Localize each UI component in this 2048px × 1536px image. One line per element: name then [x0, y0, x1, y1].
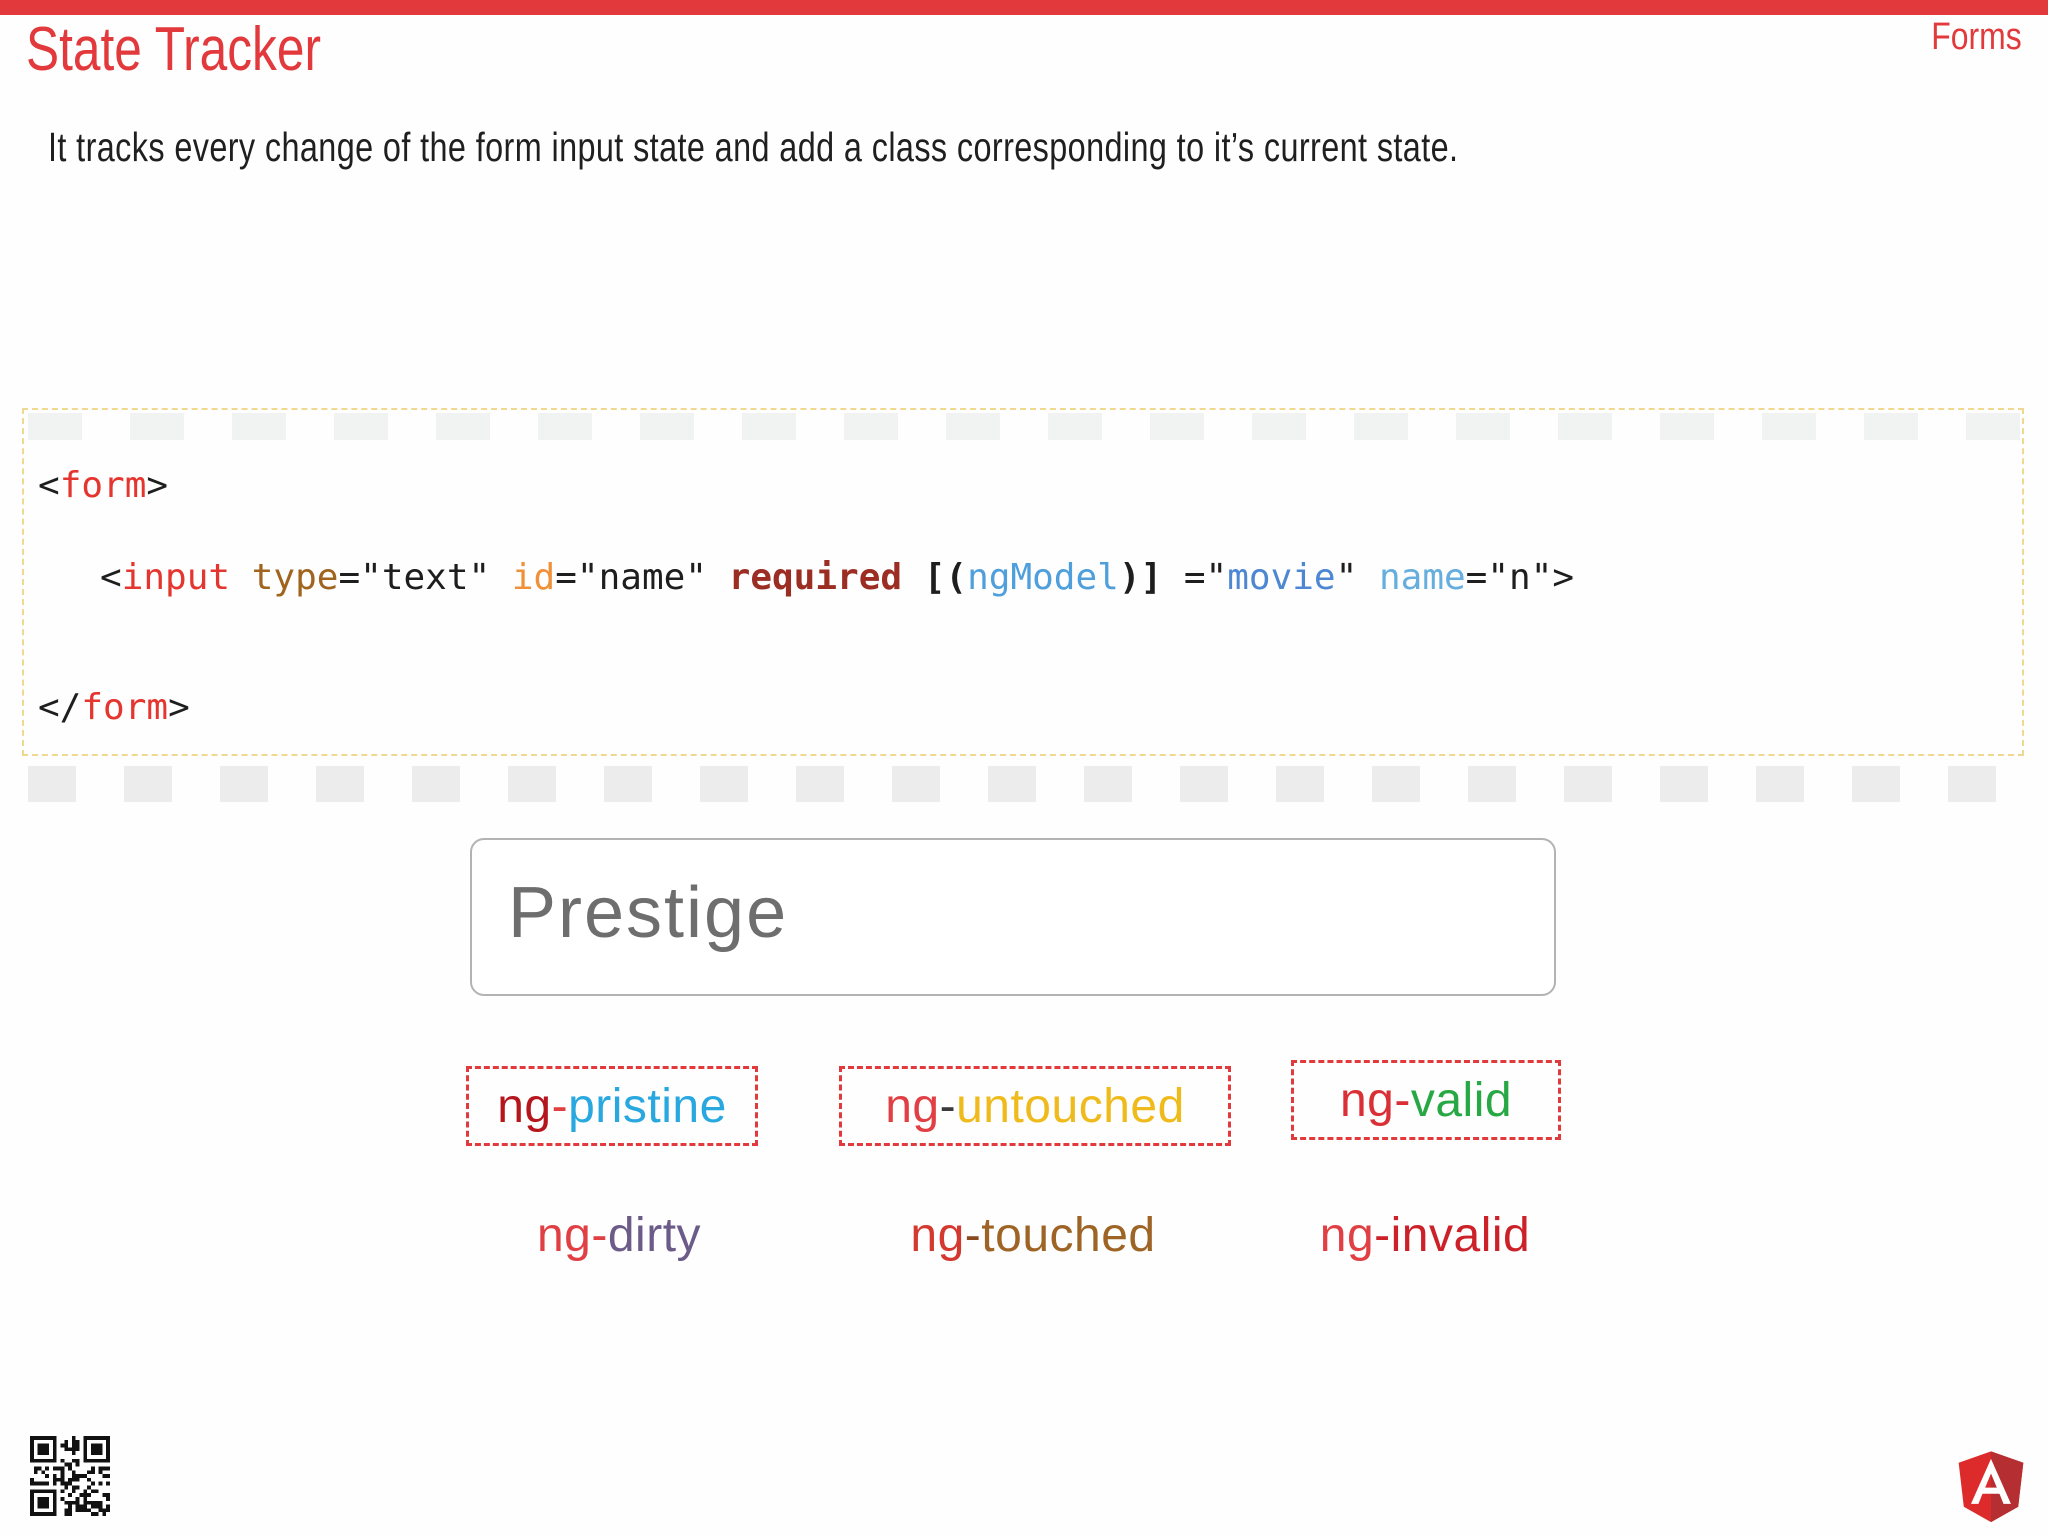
state-badge-ng-untouched: ng-untouched	[839, 1066, 1231, 1146]
state-badge-ng-valid: ng-valid	[1291, 1060, 1561, 1140]
code-line-form-open: <form>	[38, 465, 169, 506]
movie-name-input[interactable]	[470, 838, 1556, 996]
code-line-input: <input type="text" id="name" required [(…	[100, 557, 1575, 598]
page-title: State Tracker	[26, 15, 321, 84]
state-label-ng-dirty: ng-dirty	[519, 1200, 719, 1270]
state-label-ng-invalid: ng-invalid	[1275, 1200, 1575, 1270]
state-label-text: ng-touched	[910, 1208, 1156, 1262]
texture-band-bottom	[28, 766, 2020, 802]
qr-code	[30, 1436, 110, 1516]
code-line-form-close: </form>	[38, 687, 190, 728]
state-badge-label: ng-pristine	[497, 1079, 727, 1133]
subtitle: It tracks every change of the form input…	[48, 124, 1459, 170]
state-label-text: ng-dirty	[536, 1208, 702, 1262]
state-label-ng-touched: ng-touched	[883, 1200, 1183, 1270]
state-badge-ng-pristine: ng-pristine	[466, 1066, 758, 1146]
state-badge-label: ng-untouched	[885, 1079, 1185, 1133]
angular-logo-icon	[1958, 1451, 2024, 1523]
deck-section-label: Forms	[1931, 16, 2022, 58]
state-label-text: ng-invalid	[1319, 1208, 1531, 1262]
state-badge-label: ng-valid	[1339, 1073, 1513, 1127]
code-snippet-box	[22, 408, 2024, 756]
top-accent-bar	[0, 0, 2048, 15]
